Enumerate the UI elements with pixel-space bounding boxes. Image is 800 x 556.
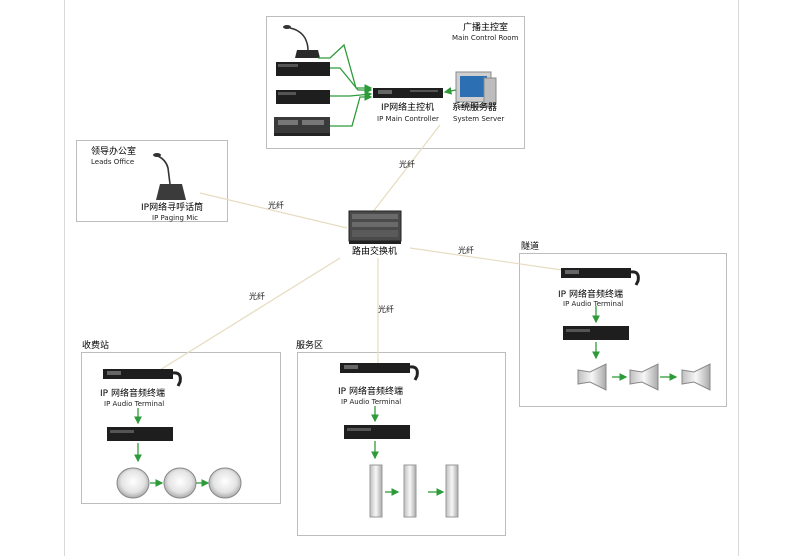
server-label-cn: 系统服务器 (452, 103, 498, 113)
toll-amplifier-icon (107, 427, 173, 441)
router-switch-label: 路由交换机 (352, 247, 398, 257)
page-frame (64, 0, 739, 556)
controller-label-en: IP Main Controller (377, 115, 439, 123)
power-amplifier-icon (276, 90, 330, 104)
main-room-title-cn: 广播主控室 (463, 23, 509, 33)
tunnel-terminal-icon (561, 268, 640, 286)
paging-mic-label-cn: IP网络寻呼话筒 (141, 203, 204, 213)
service-terminal-label-cn: IP 网络音频终端 (338, 387, 403, 397)
server-label-en: System Server (453, 115, 505, 123)
column-speaker-icons (369, 464, 459, 518)
toll-arrows (134, 408, 210, 487)
fiber-lines (159, 124, 563, 371)
gooseneck-mic-icon (283, 25, 320, 58)
toll-terminal-icon (103, 369, 182, 387)
ceiling-speaker-icons (116, 467, 242, 499)
fiber-label-server: 光纤 (399, 160, 415, 169)
leads-office-title-cn: 领导办公室 (91, 147, 137, 157)
service-terminal-label-en: IP Audio Terminal (341, 398, 402, 406)
toll-terminal-label-cn: IP 网络音频终端 (100, 389, 165, 399)
cd-player-icon (274, 117, 330, 136)
ip-main-controller-icon (373, 88, 443, 98)
horn-speaker-icons (577, 363, 711, 391)
tunnel-arrows (592, 306, 678, 381)
fiber-line-tunnel (409, 247, 563, 271)
controller-label-cn: IP网络主控机 (381, 103, 435, 113)
system-server-icon (455, 71, 497, 108)
service-area-title: 服务区 (296, 341, 324, 351)
service-amplifier-icon (344, 425, 410, 439)
leads-office-title-en: Leads Office (91, 158, 135, 166)
fiber-label-toll: 光纤 (249, 292, 265, 301)
paging-mic-icon (153, 153, 186, 200)
service-terminal-icon (340, 363, 419, 381)
mixer-amplifier-icon (276, 62, 330, 76)
fiber-line-leads (199, 192, 348, 229)
fiber-label-tunnel: 光纤 (458, 246, 474, 255)
tunnel-title: 隧道 (521, 242, 540, 252)
toll-station-title: 收费站 (82, 341, 110, 351)
tunnel-amplifier-icon (563, 326, 629, 340)
router-switch-icon (348, 210, 402, 244)
paging-mic-label-en: IP Paging Mic (152, 214, 199, 222)
tunnel-terminal-label-en: IP Audio Terminal (563, 300, 624, 308)
service-area-box (297, 352, 506, 536)
main-room-title-en: Main Control Room (452, 34, 519, 42)
fiber-line-toll (159, 257, 341, 371)
fiber-label-leads: 光纤 (268, 201, 284, 210)
service-arrows (371, 406, 445, 496)
tunnel-terminal-label-cn: IP 网络音频终端 (558, 290, 623, 300)
toll-terminal-label-en: IP Audio Terminal (104, 400, 165, 408)
fiber-label-service: 光纤 (378, 305, 394, 314)
leads-office-box (76, 140, 228, 222)
controller-input-arrows (318, 43, 457, 127)
fiber-line-server (371, 124, 441, 214)
